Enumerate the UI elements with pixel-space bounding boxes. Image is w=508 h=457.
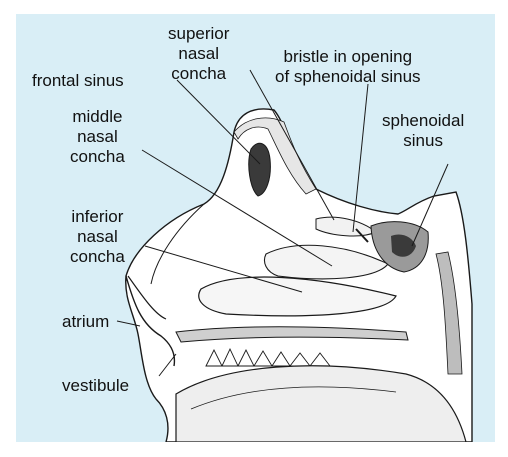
label-inferior-nasal-concha: inferior nasal concha (70, 207, 125, 267)
illustration-panel: superior nasal concha bristle in opening… (16, 14, 495, 442)
label-sphenoidal-sinus: sphenoidal sinus (382, 111, 464, 151)
label-bristle-in-opening: bristle in opening of sphenoidal sinus (275, 47, 421, 87)
label-frontal-sinus: frontal sinus (32, 71, 124, 91)
label-vestibule: vestibule (62, 376, 129, 396)
label-middle-nasal-concha: middle nasal concha (70, 107, 125, 167)
label-atrium: atrium (62, 312, 109, 332)
label-superior-nasal-concha: superior nasal concha (168, 24, 229, 84)
